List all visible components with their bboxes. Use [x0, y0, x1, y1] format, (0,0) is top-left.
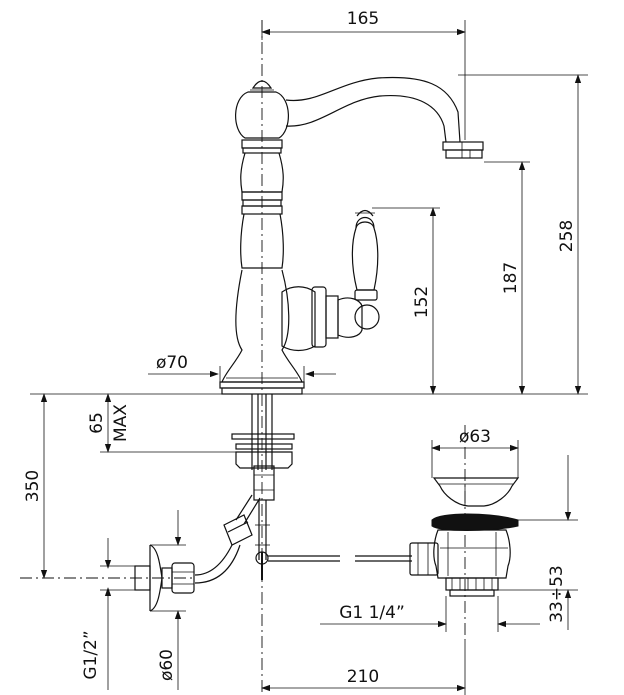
faucet-lever	[281, 209, 380, 352]
dim-deck-thickness-note: MAX	[111, 404, 131, 442]
dimension-lines	[30, 20, 588, 695]
dim-rosette-diameter: ø60	[157, 649, 177, 681]
dim-flexible-length: 350	[23, 470, 43, 502]
dim-waste-adjust: 33÷53	[547, 565, 567, 623]
flexible-hose	[134, 494, 261, 612]
dim-waste-diameter: ø63	[459, 427, 491, 447]
dim-deck-thickness: 65	[87, 412, 107, 434]
dim-base-diameter: ø70	[156, 353, 188, 373]
pop-up-linkage	[268, 555, 412, 562]
faucet-spout	[285, 76, 484, 159]
dim-total-height: 258	[557, 220, 577, 252]
center-lines	[20, 20, 466, 695]
dim-waste-thread: G1 1/4”	[339, 603, 405, 623]
dim-spout-reach: 165	[347, 9, 379, 29]
faucet-body	[219, 80, 305, 395]
dim-spout-height: 187	[501, 262, 521, 294]
pop-up-waste	[409, 477, 520, 597]
under-deck-fixings	[231, 394, 295, 580]
dim-inlet-thread: G1/2”	[81, 630, 101, 679]
dim-lever-height: 152	[412, 286, 432, 318]
dim-inlet-distance: 210	[347, 667, 379, 687]
